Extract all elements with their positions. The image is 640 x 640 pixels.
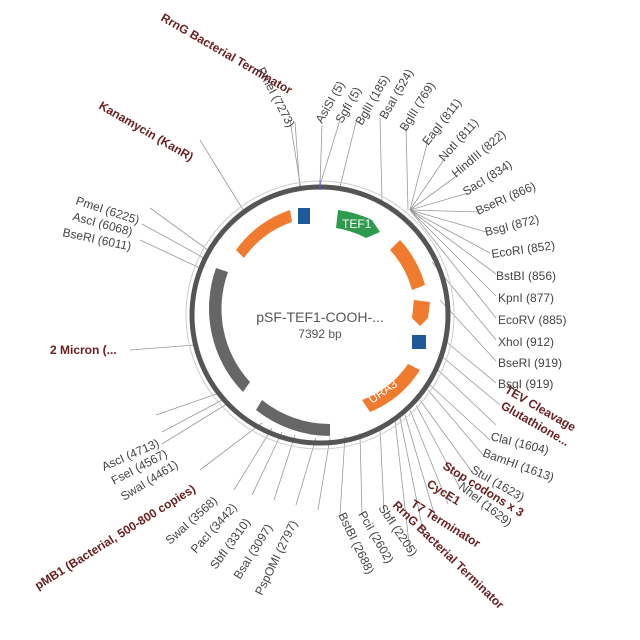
- leader-nhei: [415, 404, 461, 489]
- leader-bstbi-2688: [339, 435, 346, 516]
- orf-right-upper-feature[interactable]: [390, 240, 425, 290]
- terminator-right-feature[interactable]: [412, 335, 426, 349]
- leader-noti: [409, 157, 446, 211]
- site-label-beri-919[interactable]: BseRI (919): [498, 356, 562, 370]
- plasmid-size: 7392 bp: [298, 327, 342, 341]
- leader-bamhi: [427, 389, 485, 457]
- leader-asci-4713: [155, 391, 223, 416]
- ura3-feature[interactable]: [362, 364, 420, 412]
- site-label-xhoi[interactable]: XhoI (912): [498, 335, 554, 349]
- leader-sbfi-2205: [379, 427, 385, 511]
- leader-pmb1: [199, 422, 263, 471]
- features: TEF1 URA3: [209, 208, 430, 436]
- leader-pspomi: [317, 437, 331, 511]
- leader-kpni: [409, 209, 497, 297]
- site-label-ecorv[interactable]: EcoRV (885): [498, 313, 566, 327]
- leader-cyce1: [404, 414, 437, 521]
- leader-ecorv: [409, 209, 497, 319]
- site-label-bsgi-872[interactable]: BsgI (872): [483, 212, 540, 239]
- orf-small-arrow-feature[interactable]: [412, 300, 430, 326]
- leader-asisi: [319, 124, 323, 186]
- pmb1-feature[interactable]: [256, 400, 330, 436]
- leader-beri-866: [409, 209, 481, 213]
- tef1-label: TEF1: [342, 217, 372, 231]
- leader-bglii-769: [405, 124, 409, 211]
- site-label-ecori[interactable]: EcoRI (852): [490, 238, 555, 261]
- leader-bsai-524: [379, 117, 383, 201]
- leader-fsei: [161, 397, 227, 433]
- tef1-promoter-feature[interactable]: [336, 210, 380, 238]
- leader-bseri-6011: [139, 239, 201, 269]
- kanamycin-feature[interactable]: [236, 210, 292, 258]
- plasmid-name: pSF-TEF1-COOH-...: [256, 309, 384, 325]
- leader-stop: [409, 409, 449, 505]
- site-label-bsgi-919[interactable]: BsgI (919): [498, 377, 553, 391]
- two-micron-feature[interactable]: [209, 268, 250, 392]
- leader-eagi: [409, 139, 429, 211]
- leader-2micron: [129, 344, 196, 351]
- leader-saci: [409, 192, 469, 211]
- leader-hindiii: [409, 174, 459, 211]
- leader-ecori: [409, 209, 491, 254]
- leader-lines: [129, 117, 501, 553]
- leader-bstbi-856: [409, 209, 497, 275]
- leader-pmei-6225: [149, 207, 209, 251]
- leader-sbfi-3310: [273, 434, 296, 501]
- leader-clai: [429, 384, 491, 441]
- leader-bglii-185: [339, 121, 357, 188]
- leader-sgfi: [319, 119, 341, 186]
- leader-glut: [437, 369, 497, 426]
- feature-label-cyce1[interactable]: CycE1: [424, 477, 463, 508]
- leader-pmei-7273: [289, 119, 302, 191]
- leader-bsgi-919: [443, 339, 497, 384]
- feature-label-2micron[interactable]: 2 Micron (...: [50, 343, 117, 357]
- leader-bsgi-872: [409, 209, 487, 233]
- leader-swai-4461: [161, 401, 231, 445]
- leader-stui: [419, 399, 473, 473]
- feature-label-kanr[interactable]: Kanamycin (KanR): [97, 98, 196, 163]
- leader-tev: [439, 354, 501, 406]
- terminator-top-feature[interactable]: [298, 208, 310, 224]
- leader-kanr: [199, 139, 246, 214]
- site-label-bstbi-856[interactable]: BstBI (856): [496, 269, 556, 283]
- leader-paci: [251, 431, 283, 496]
- leader-pcii: [359, 432, 363, 516]
- leader-swai-3568: [233, 427, 273, 491]
- leader-asci-6068: [141, 223, 205, 259]
- leader-t7: [399, 417, 425, 537]
- leader-rrng-bottom: [394, 419, 411, 553]
- site-label-kpni[interactable]: KpnI (877): [498, 291, 554, 305]
